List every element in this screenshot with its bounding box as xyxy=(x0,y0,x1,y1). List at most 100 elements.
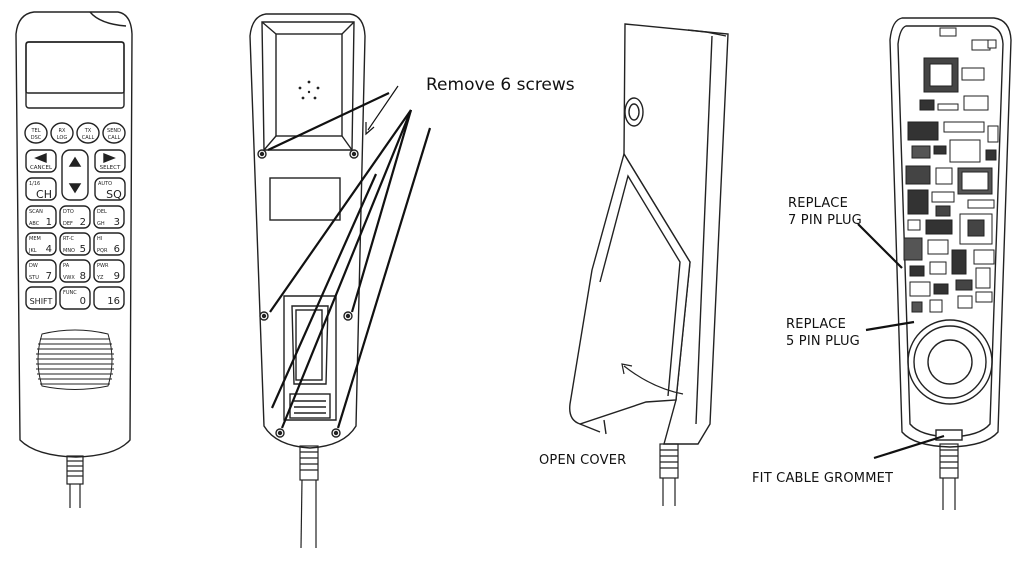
pcb-component xyxy=(905,165,931,185)
channel-key xyxy=(25,177,57,201)
screw-arrow xyxy=(365,85,399,136)
pcb-component xyxy=(929,63,953,87)
pcb-component xyxy=(935,167,953,185)
keypad-top-key-label: RX xyxy=(59,128,66,134)
pcb-component xyxy=(933,283,949,295)
number-key-digit: 9 xyxy=(114,271,120,282)
replace-7-pin-line2: 7 PIN PLUG xyxy=(788,213,862,228)
number-key xyxy=(93,259,125,283)
squelch-key-big-label: SQ xyxy=(106,188,122,201)
pcb-component xyxy=(959,213,993,245)
pcb-component xyxy=(975,267,991,289)
remove-screws-label: Remove 6 screws xyxy=(426,75,575,95)
number-key xyxy=(93,205,125,229)
pcb-component xyxy=(909,265,925,277)
number-key xyxy=(59,259,91,283)
pcb-component xyxy=(919,99,935,111)
keypad-top-key xyxy=(24,122,48,144)
number-key-bottom-label: JKL xyxy=(28,248,37,254)
pcb-speaker xyxy=(907,319,993,405)
cable xyxy=(939,443,959,510)
open-direction-arrow xyxy=(621,363,684,395)
pcb-component xyxy=(975,291,993,303)
number-key-digit: 7 xyxy=(46,271,52,282)
screws xyxy=(257,149,359,438)
pcb-component xyxy=(985,149,997,161)
keypad-top-key-label: CALL xyxy=(82,135,95,141)
number-key-digit: 3 xyxy=(114,217,120,228)
pcb-component xyxy=(961,67,985,81)
pcb-leader-lines xyxy=(857,223,945,460)
number-key xyxy=(59,205,91,229)
open-cover-label: OPEN COVER xyxy=(539,453,627,468)
number-key xyxy=(25,232,57,256)
number-key-top-label: DTO xyxy=(63,209,74,215)
pcb-component xyxy=(987,39,997,49)
pcb-component xyxy=(943,121,985,133)
number-key-top-label: HI xyxy=(97,236,102,242)
pcb-component xyxy=(925,219,953,235)
number-key-top-label: DW xyxy=(29,263,38,269)
number-key-bottom-label: STU xyxy=(29,275,39,281)
pcb-component xyxy=(911,145,931,159)
handset-pcb-view xyxy=(889,17,1012,510)
cancel-key-label: CANCEL xyxy=(30,165,53,171)
select-key xyxy=(94,149,126,173)
pcb-component xyxy=(949,139,981,163)
speaker-holes xyxy=(298,80,320,100)
number-key xyxy=(25,259,57,283)
keypad-top-key-label: TEL xyxy=(31,128,41,134)
number-key-digit: 1 xyxy=(46,217,52,228)
number-key-bottom-label: PQR xyxy=(97,248,108,254)
bottom-key xyxy=(25,286,57,310)
number-key-bottom-label: ABC xyxy=(29,221,40,227)
number-key-top-label: PA xyxy=(63,263,70,269)
up-down-key xyxy=(61,149,89,201)
keypad-top-key xyxy=(76,122,100,144)
number-key-top-label: SCAN xyxy=(29,209,43,215)
bottom-key-label: 16 xyxy=(107,296,120,307)
number-key-bottom-label: DEF xyxy=(63,221,73,227)
screw-leader-lines xyxy=(267,92,432,429)
pcb-component xyxy=(911,301,923,313)
pcb-component xyxy=(929,299,943,313)
select-key-label: SELECT xyxy=(100,165,121,171)
pcb-component xyxy=(907,219,921,231)
keypad-top-key-label: DSC xyxy=(31,135,42,141)
pcb-component xyxy=(939,27,957,37)
number-key xyxy=(59,232,91,256)
pcb-component xyxy=(937,103,959,111)
pcb-component xyxy=(971,39,991,51)
fit-cable-grommet-label: FIT CABLE GROMMET xyxy=(752,471,894,486)
pcb-component xyxy=(957,295,973,309)
keypad-top-key xyxy=(102,122,126,144)
speaker-grille xyxy=(36,329,114,390)
keypad-top-key-label: CALL xyxy=(108,135,121,141)
number-key xyxy=(25,205,57,229)
handset-back-view xyxy=(249,13,366,549)
keypad-top-key-label: SEND xyxy=(107,128,121,134)
keypad-top-key-label: TX xyxy=(84,128,92,134)
number-key-digit: 6 xyxy=(114,244,120,255)
bottom-key xyxy=(59,286,91,310)
replace-5-pin-label: REPLACE 5 PIN PLUG xyxy=(786,316,860,350)
keypad-top-key xyxy=(50,122,74,144)
cable xyxy=(659,443,679,506)
cable xyxy=(66,455,84,508)
number-key-top-label: RT-C xyxy=(63,236,75,242)
pcb-component xyxy=(955,279,973,291)
number-key-bottom-label: YZ xyxy=(96,275,104,281)
pcb-component xyxy=(907,189,929,215)
pcb-component xyxy=(951,249,967,275)
pcb-component xyxy=(987,125,999,143)
pcb-component xyxy=(927,239,949,255)
number-key-digit: 5 xyxy=(80,244,86,255)
number-key xyxy=(93,232,125,256)
number-key-bottom-label: VWX xyxy=(63,275,75,281)
number-key-top-label: MEM xyxy=(29,236,41,242)
number-key-digit: 4 xyxy=(46,244,52,255)
replace-7-pin-line1: REPLACE xyxy=(788,196,848,211)
